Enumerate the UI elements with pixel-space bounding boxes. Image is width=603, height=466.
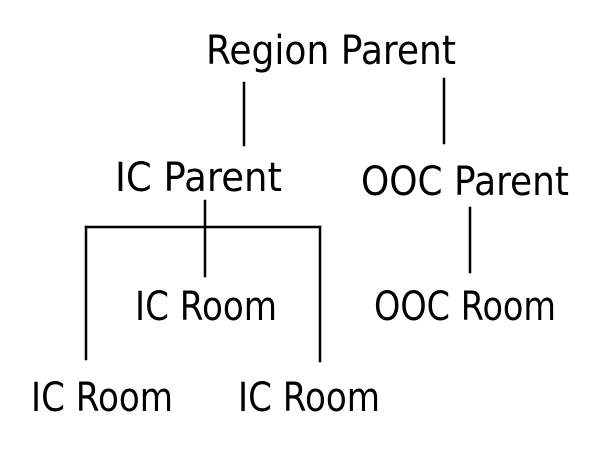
connectors [84, 77, 472, 363]
node-ic-room-left: IC Room [31, 375, 173, 421]
node-ooc-room: OOC Room [374, 284, 556, 330]
node-region-parent: Region Parent [206, 28, 456, 74]
node-ooc-parent: OOC Parent [361, 159, 569, 205]
node-ic-parent: IC Parent [115, 155, 282, 201]
nodes: Region Parent IC Parent OOC Parent IC Ro… [31, 28, 569, 421]
node-ic-room-center: IC Room [135, 284, 277, 330]
node-ic-room-right: IC Room [238, 375, 380, 421]
